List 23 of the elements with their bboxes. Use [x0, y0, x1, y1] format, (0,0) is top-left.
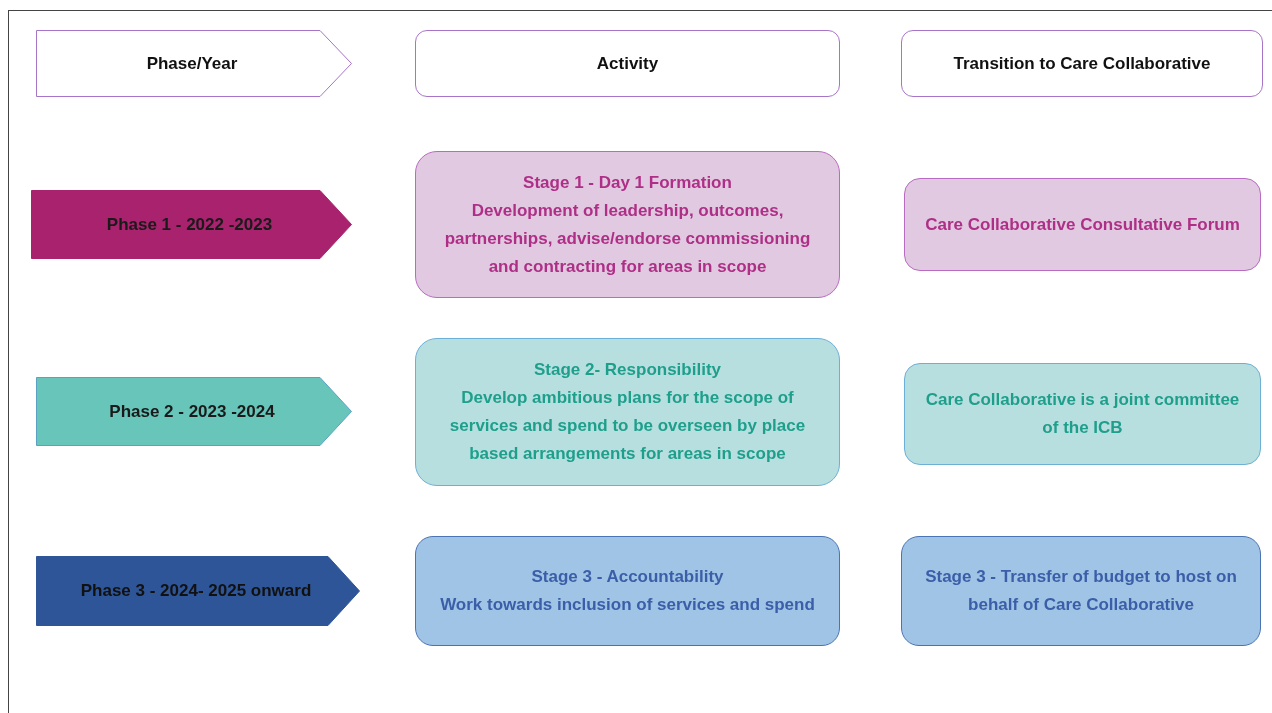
box-text: Work towards inclusion of services and spend — [440, 594, 815, 616]
stage-box — [415, 30, 840, 97]
stage-box — [901, 536, 1261, 646]
box-text: Care Collaborative Consultative Forum — [925, 213, 1240, 236]
stage-heading: Stage 2- Responsibility — [533, 359, 721, 381]
stage-heading: Stage 3 - Accountability — [531, 566, 724, 588]
box-text: Care Collaborative is a joint committee of the ICB — [924, 389, 1241, 439]
phase-label: Phase/Year — [146, 52, 238, 75]
phase-label: Phase 2 - 2023 -2024 — [109, 400, 275, 423]
stage-box — [415, 536, 840, 646]
stage-box — [904, 178, 1261, 271]
stage-box — [415, 151, 840, 298]
box-text: Development of leadership, outcomes, partnerships, advise/endorse commissioning and contracting for areas in scope — [443, 199, 812, 278]
phase-label: Phase 3 - 2024- 2025 onward — [80, 580, 312, 602]
stage-box — [415, 338, 840, 486]
phase-label: Phase 1 - 2022 -2023 — [106, 213, 273, 236]
stage-heading: Stage 1 - Day 1 Formation — [523, 171, 732, 194]
stage-box — [904, 363, 1261, 465]
box-text: Stage 3 - Transfer of budget to host on behalf of Care Collaborative — [924, 566, 1238, 616]
stage-box — [901, 30, 1263, 97]
box-text: Transition to Care Collaborative — [953, 52, 1211, 75]
box-text: Activity — [596, 52, 659, 75]
box-text: Develop ambitious plans for the scope of services and spend to be overseen by place based arrangements for areas in scope — [448, 387, 807, 465]
